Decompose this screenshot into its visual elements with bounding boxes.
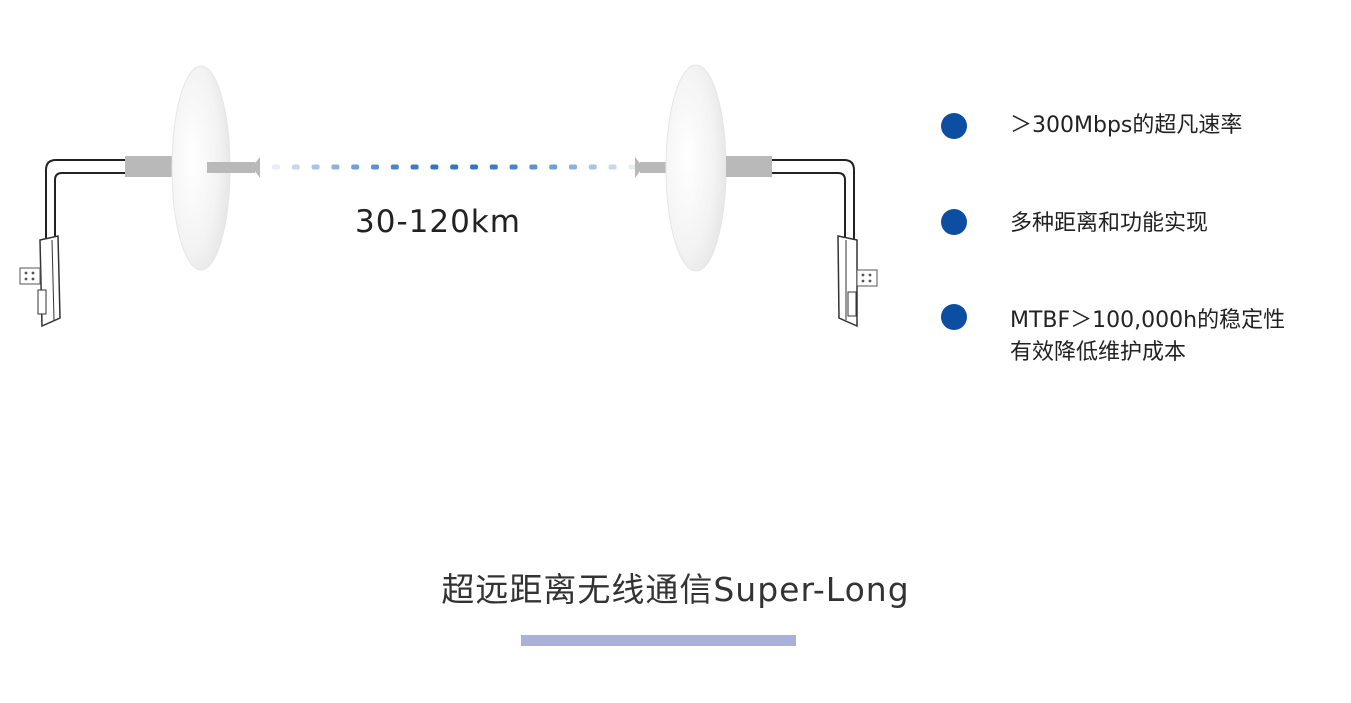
signal-dots (272, 164, 637, 170)
feature-line: 有效降低维护成本 (1010, 340, 1187, 365)
signal-dot (331, 164, 340, 170)
signal-dot (390, 164, 399, 170)
feature-bullet-icon (941, 113, 967, 139)
right-dish-antenna-icon (665, 64, 727, 272)
feature-line: MTBF＞100,000h的稳定性 (1010, 308, 1286, 333)
signal-dot (588, 164, 597, 170)
signal-dot (410, 164, 419, 170)
right-feed-horn-icon (635, 157, 688, 178)
feature-line: ＞300Mbps的超凡速率 (1010, 113, 1243, 138)
right-mount-arm (726, 156, 772, 177)
signal-dot (608, 164, 617, 170)
signal-dot (549, 164, 558, 170)
signal-dot (470, 164, 478, 170)
signal-dot (569, 164, 577, 170)
feature-bullet-icon (941, 304, 967, 330)
signal-dot (430, 164, 439, 170)
left-mount-arm (125, 156, 175, 177)
signal-dot (311, 164, 320, 170)
page-title: 超远距离无线通信Super-Long (441, 570, 910, 609)
feature-item-reliability: MTBF＞100,000h的稳定性 有效降低维护成本 (1010, 305, 1285, 369)
left-cable (45, 159, 128, 240)
feature-item-distance: 多种距离和功能实现 (1010, 208, 1208, 240)
signal-dot (291, 164, 300, 170)
left-device-icon (19, 235, 61, 328)
signal-dot (628, 164, 637, 170)
distance-label: 30-120km (355, 204, 521, 240)
signal-dot (450, 164, 459, 170)
feature-bullet-icon (941, 209, 967, 235)
signal-dot (272, 164, 280, 170)
feature-item-speed: ＞300Mbps的超凡速率 (1010, 110, 1242, 142)
signal-dot (371, 164, 379, 170)
right-device-icon (837, 235, 878, 328)
signal-dot (529, 164, 538, 170)
title-underline (521, 635, 796, 646)
right-cable (772, 159, 855, 240)
signal-dot (351, 164, 360, 170)
signal-dot (489, 164, 498, 170)
left-feed-horn-icon (207, 157, 260, 178)
feature-line: 多种距离和功能实现 (1010, 211, 1209, 236)
signal-dot (509, 164, 518, 170)
